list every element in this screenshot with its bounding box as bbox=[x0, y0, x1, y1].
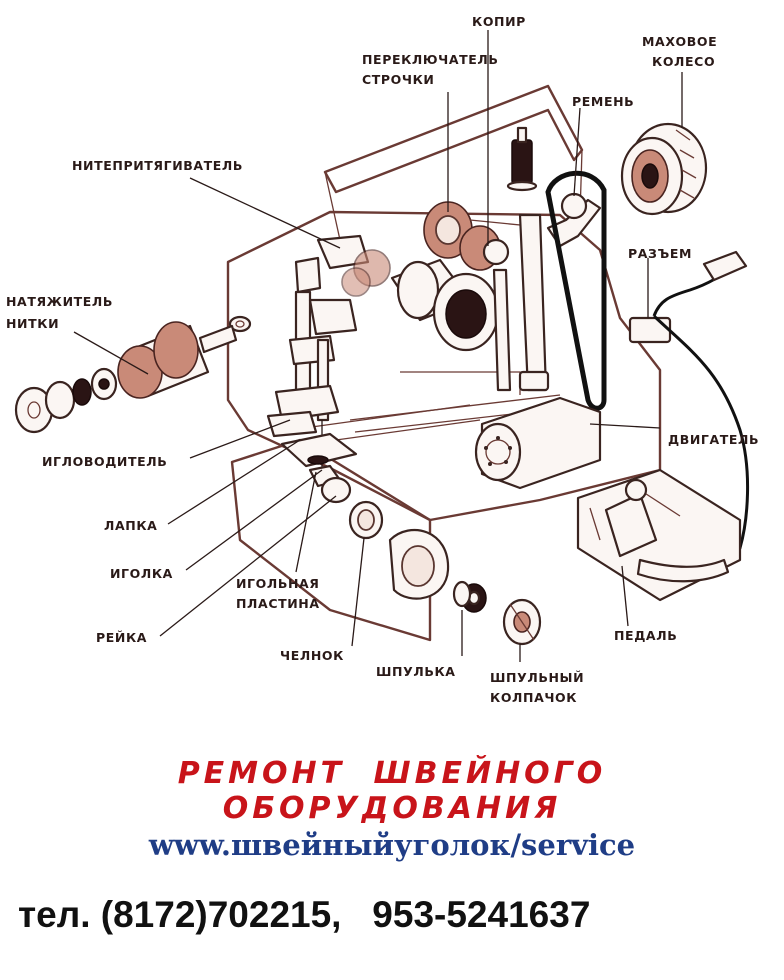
shuttle-hook bbox=[348, 500, 450, 600]
foot-pedal bbox=[576, 468, 742, 602]
label-chelnok: ЧЕЛНОК bbox=[280, 648, 344, 663]
sewing-machine-diagram: КОПИР ПЕРЕКЛЮЧАТЕЛЬ СТРОЧКИ МАХОВОЕ КОЛЕ… bbox=[6, 14, 759, 705]
label-reyka: РЕЙКА bbox=[96, 630, 147, 645]
label-kopir: КОПИР bbox=[472, 14, 526, 29]
thread-tensioner bbox=[14, 321, 238, 434]
stitch-selector bbox=[423, 201, 526, 271]
power-connector bbox=[628, 250, 750, 570]
label-igolka: ИГОЛКА bbox=[110, 566, 173, 581]
label-iglovoditel: ИГЛОВОДИТЕЛЬ bbox=[42, 454, 167, 469]
label-igolnaya-1: ИГОЛЬНАЯ bbox=[236, 576, 320, 591]
take-up-lever bbox=[316, 234, 391, 297]
label-niteprityagivatel: НИТЕПРИТЯГИВАТЕЛЬ bbox=[72, 158, 243, 173]
label-remen: РЕМЕНЬ bbox=[572, 94, 634, 109]
phone-numbers: тел. (8172)702215, 953-5241637 bbox=[18, 894, 591, 935]
label-razem: РАЗЪЕМ bbox=[628, 246, 692, 261]
label-shpulka: ШПУЛЬКА bbox=[376, 664, 456, 679]
drive-belt bbox=[545, 170, 607, 411]
label-shpulny-1: ШПУЛЬНЫЙ bbox=[490, 670, 584, 685]
service-url: www.швейныйуголок/service bbox=[148, 828, 636, 862]
label-lapka: ЛАПКА bbox=[104, 518, 157, 533]
label-mahovoe-2: КОЛЕСО bbox=[652, 54, 715, 69]
motor bbox=[474, 396, 602, 490]
needle-plate bbox=[280, 432, 358, 468]
bobbin-icon bbox=[452, 580, 487, 613]
thread-spool-icon bbox=[506, 126, 538, 192]
main-shaft bbox=[390, 258, 500, 352]
label-dvigatel: ДВИГАТЕЛЬ bbox=[668, 432, 759, 447]
feed-dog bbox=[308, 464, 352, 504]
service-title: РЕМОНТ ШВЕЙНОГО ОБОРУДОВАНИЯ bbox=[177, 756, 607, 826]
label-natyazhitel-2: НИТКИ bbox=[6, 316, 59, 331]
label-shpulny-2: КОЛПАЧОК bbox=[490, 690, 577, 705]
bobbin-case bbox=[502, 598, 542, 646]
flywheel bbox=[620, 122, 708, 216]
label-mahovoe-1: МАХОВОЕ bbox=[642, 34, 717, 49]
part-labels: КОПИР ПЕРЕКЛЮЧАТЕЛЬ СТРОЧКИ МАХОВОЕ КОЛЕ… bbox=[6, 14, 759, 705]
label-pereklyuchatel-2: СТРОЧКИ bbox=[362, 72, 434, 87]
label-pereklyuchatel-1: ПЕРЕКЛЮЧАТЕЛЬ bbox=[362, 52, 499, 67]
frame-bars bbox=[492, 192, 602, 392]
label-natyazhitel-1: НАТЯЖИТЕЛЬ bbox=[6, 294, 113, 309]
label-pedal: ПЕДАЛЬ bbox=[614, 628, 677, 643]
label-igolnaya-2: ПЛАСТИНА bbox=[236, 596, 320, 611]
leader-lines bbox=[73, 30, 683, 662]
